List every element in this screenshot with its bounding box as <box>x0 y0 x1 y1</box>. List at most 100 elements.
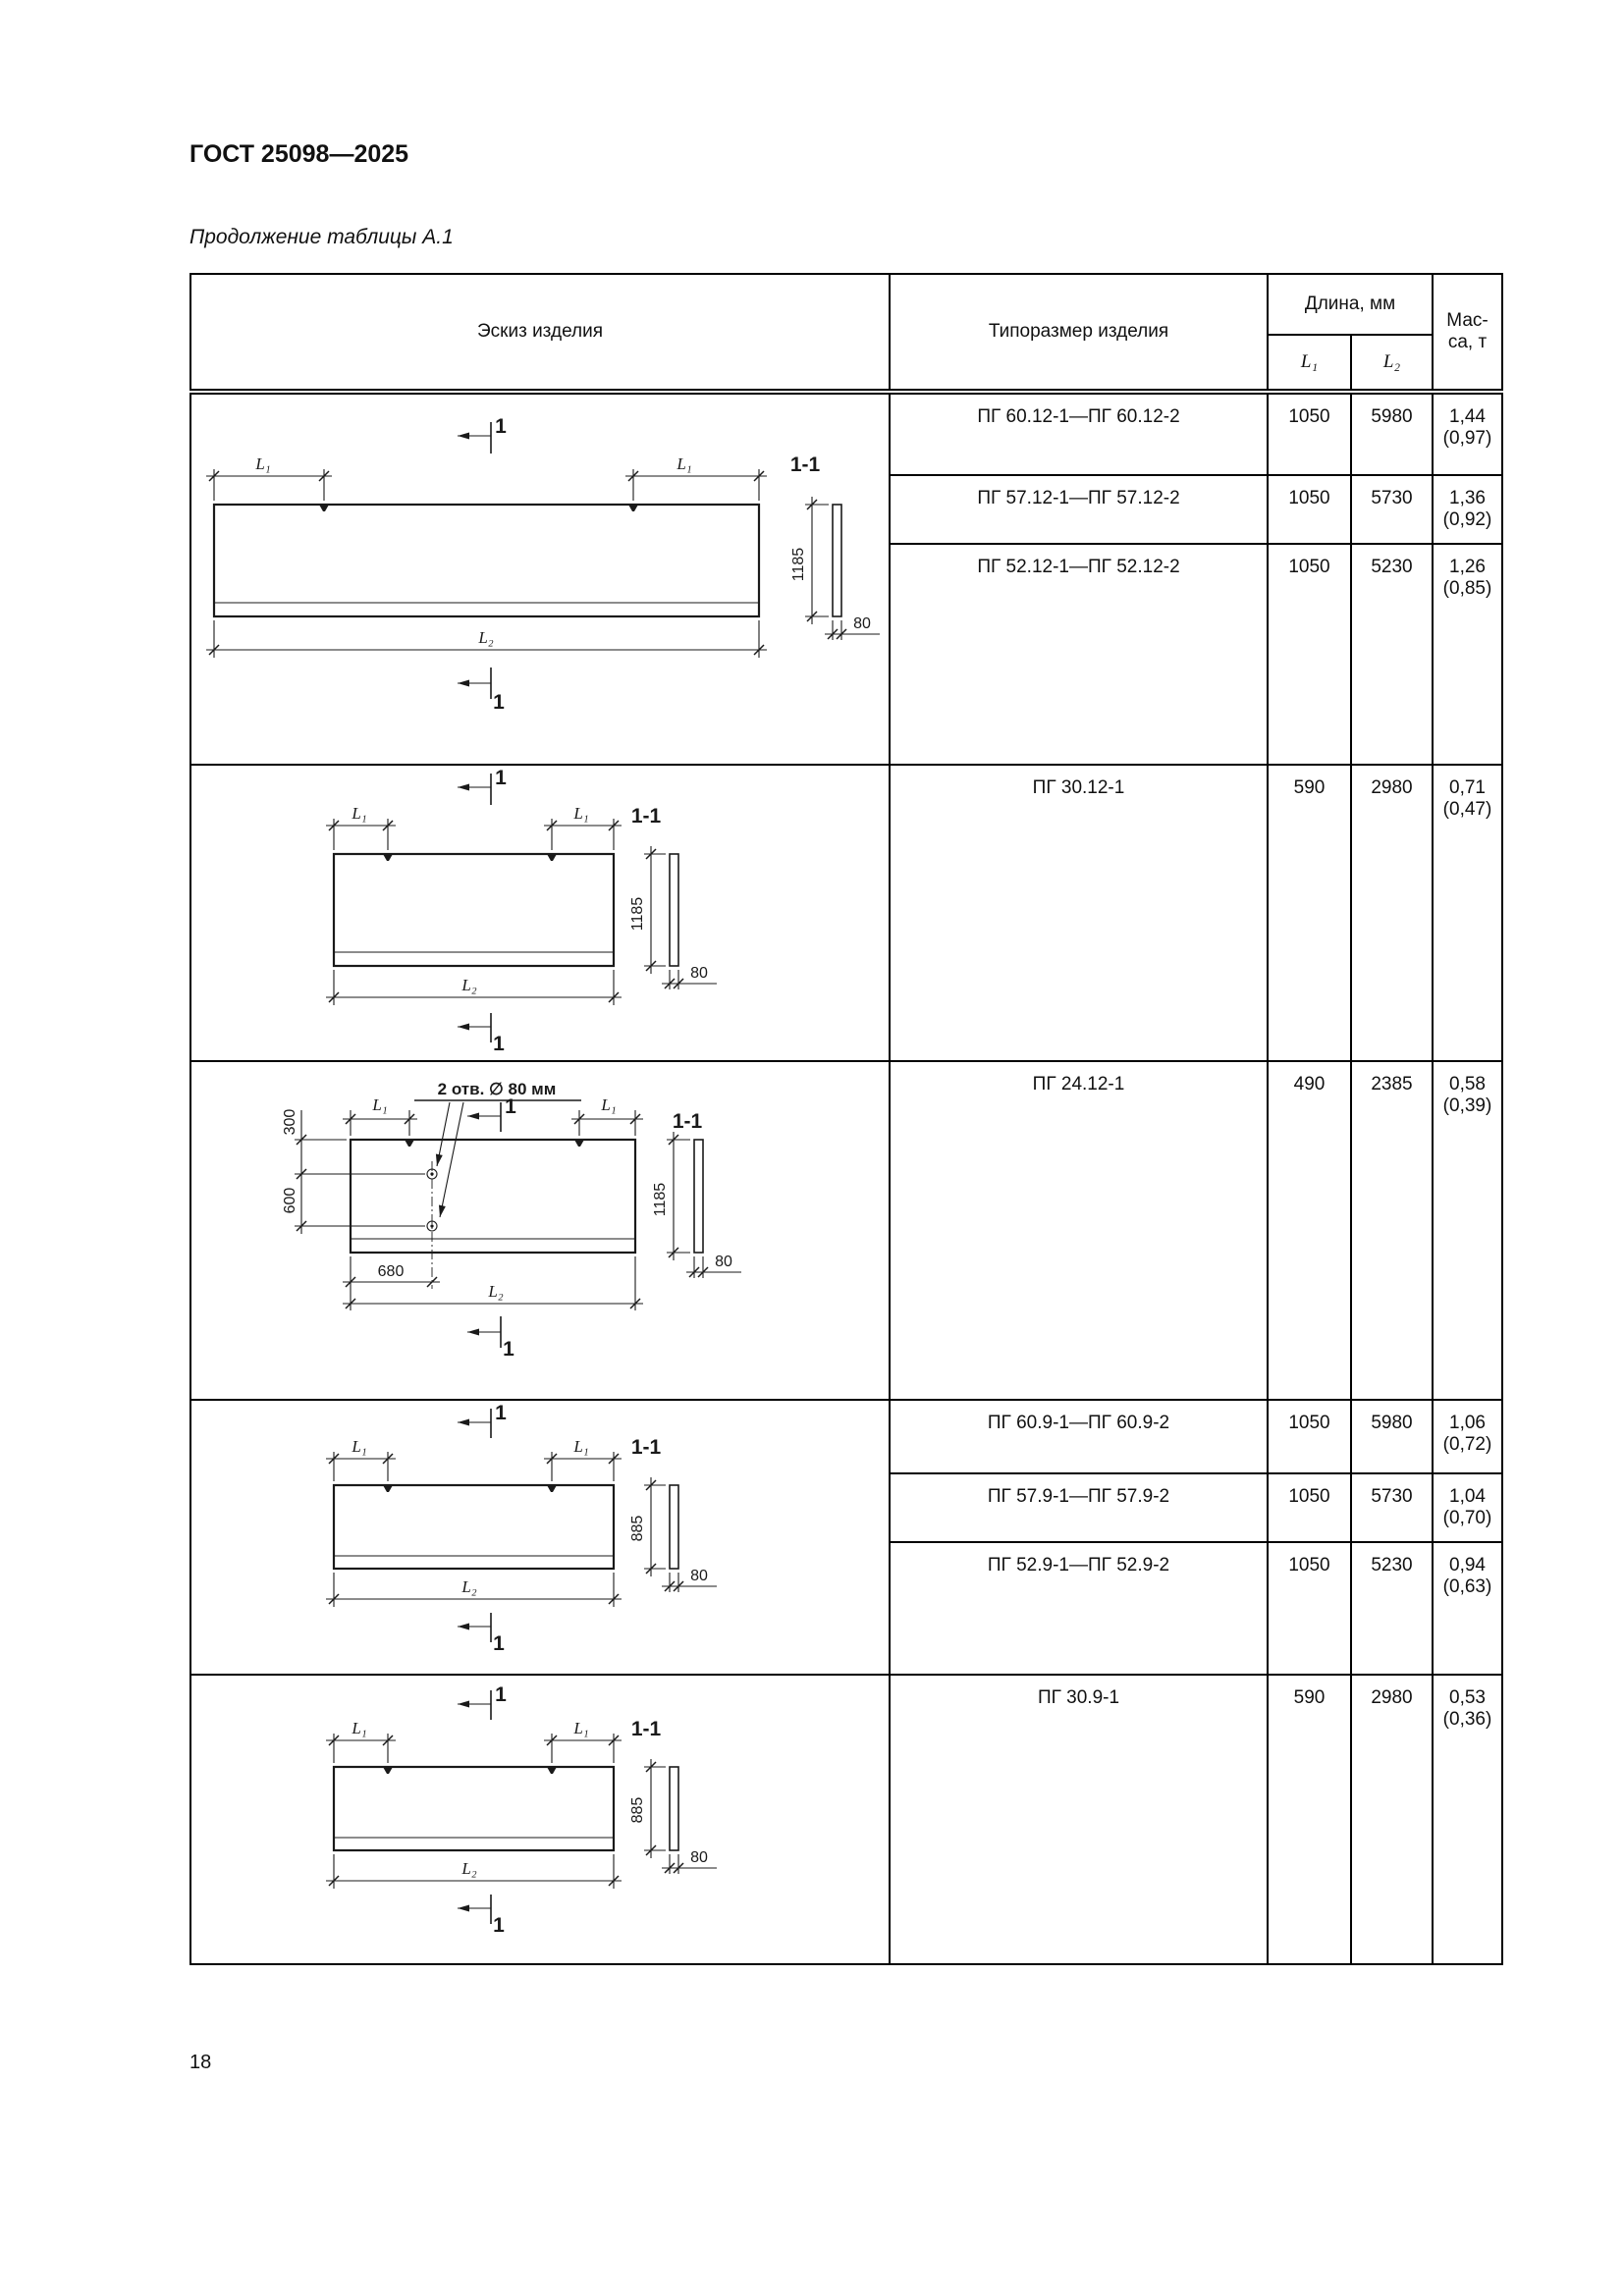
section-mark-top: 1 <box>467 1095 516 1132</box>
section-height-label: 1185 <box>629 897 646 932</box>
l2-dimension: L₂ <box>326 1572 622 1607</box>
sketch-cell-group4: 1 L₁ L₁ <box>189 1399 891 1676</box>
panel-outline <box>332 1765 616 1852</box>
l1-cell: 1050 <box>1267 1472 1352 1543</box>
section-view: 1-1 1185 80 <box>629 805 717 989</box>
l1-cell: 1050 <box>1267 474 1352 545</box>
l2-cell: 5730 <box>1350 474 1434 545</box>
l1-cell: 1050 <box>1267 543 1352 766</box>
l1-dimension-right: L₁ <box>625 454 767 501</box>
thickness-label: 80 <box>853 615 871 632</box>
l1-dimension-right: L₁ <box>544 804 622 850</box>
section-number-label: 1 <box>493 691 505 714</box>
table-row: ПГ 57.12-1—ПГ 57.12-2 1050 5730 1,36 (0,… <box>190 474 1503 545</box>
section-view-label: 1-1 <box>790 454 821 476</box>
l1-dimension-right: L₁ <box>571 1095 643 1136</box>
section-mark-bottom: 1 <box>458 1612 505 1655</box>
type-cell: ПГ 24.12-1 <box>889 1060 1269 1401</box>
holes <box>426 1160 438 1289</box>
section-mark-bottom: 1 <box>458 1895 505 1937</box>
panel-outline <box>212 503 761 618</box>
mass-cell: 0,58 (0,39) <box>1432 1060 1503 1401</box>
l1-cell: 490 <box>1267 1060 1352 1401</box>
section-view-label: 1-1 <box>631 1436 662 1459</box>
l1-label: L₁ <box>676 454 691 473</box>
table-row: ПГ 57.9-1—ПГ 57.9-2 1050 5730 1,04 (0,70… <box>190 1472 1503 1543</box>
type-cell: ПГ 30.12-1 <box>889 764 1269 1062</box>
l1-dimension-left: L₁ <box>206 454 332 501</box>
l2-dimension: L₂ <box>343 1255 643 1310</box>
l2-cell: 2980 <box>1350 1674 1434 1965</box>
section-mark-bottom: 1 <box>467 1315 514 1361</box>
col-header-sketch: Эскиз изделия <box>189 273 891 395</box>
l1-label: L₁ <box>254 454 270 473</box>
section-number-label: 1 <box>505 1095 516 1118</box>
section-mark-top: 1 <box>458 1402 507 1438</box>
section-view: 1-1 1185 80 <box>652 1110 741 1278</box>
col-header-mass: Мас- са, т <box>1432 273 1503 395</box>
mass-cell: 1,04 (0,70) <box>1432 1472 1503 1543</box>
section-view-label: 1-1 <box>631 1718 662 1740</box>
table-row: 1 L₁ L₁ <box>189 1399 1503 1676</box>
l1-cell: 1050 <box>1267 1399 1352 1474</box>
col-header-length: Длина, мм <box>1267 273 1434 336</box>
products-table: Эскиз изделия Типоразмер изделия Длина, … <box>189 273 1503 1965</box>
l1-dimension-right: L₁ <box>544 1437 622 1481</box>
l2-label: L₂ <box>487 1282 503 1301</box>
sketch-cell-group1: 1 L₁ L₁ <box>189 391 891 766</box>
l2-cell: 2980 <box>1350 764 1434 1062</box>
thickness-label: 80 <box>690 1568 708 1584</box>
l1-dimension-left: L₁ <box>343 1095 417 1136</box>
l1-cell: 1050 <box>1267 391 1352 476</box>
type-cell: ПГ 57.9-1—ПГ 57.9-2 <box>889 1472 1269 1543</box>
mass-cell: 0,71 (0,47) <box>1432 764 1503 1062</box>
l1-dimension-right: L₁ <box>544 1719 622 1763</box>
mass-cell: 1,06 (0,72) <box>1432 1399 1503 1474</box>
hole-dim-300-label: 300 <box>282 1108 298 1135</box>
l1-cell: 590 <box>1267 1674 1352 1965</box>
table-row: ПГ 52.12-1—ПГ 52.12-2 1050 5230 1,26 (0,… <box>190 543 1503 766</box>
section-mark-bottom: 1 <box>458 667 505 714</box>
mass-cell: 0,53 (0,36) <box>1432 1674 1503 1965</box>
panel-outline <box>332 1483 616 1570</box>
l1-label: L₁ <box>572 1437 588 1456</box>
l1-label: L₁ <box>351 804 366 823</box>
section-height-label: 1185 <box>790 548 807 582</box>
doc-title: ГОСТ 25098—2025 <box>189 140 409 168</box>
product-sketch-group4: 1 L₁ L₁ <box>326 1402 717 1655</box>
section-height-label: 1185 <box>652 1182 669 1216</box>
sketch-cell-group3: 2 отв. ∅ 80 мм 1 <box>189 1060 891 1401</box>
table-row: 1 L₁ L₁ <box>189 1674 1503 1965</box>
mass-cell: 0,94 (0,63) <box>1432 1541 1503 1676</box>
l1-dimension-left: L₁ <box>326 804 396 850</box>
table-row: 1 L₁ L₁ <box>189 391 1503 766</box>
l2-label: L₂ <box>460 1859 476 1878</box>
l1-label: L₁ <box>572 1719 588 1737</box>
hole-offset-dimensions: 300 600 <box>282 1108 425 1234</box>
thickness-label: 80 <box>715 1254 732 1270</box>
table-row: 2 отв. ∅ 80 мм 1 <box>189 1060 1503 1401</box>
section-number-label: 1 <box>495 415 507 438</box>
l1-cell: 590 <box>1267 764 1352 1062</box>
section-number-label: 1 <box>503 1338 514 1361</box>
hole-x-dimension: 680 <box>343 1255 440 1310</box>
table-caption: Продолжение таблицы А.1 <box>189 226 454 248</box>
col-header-type: Типоразмер изделия <box>889 273 1269 395</box>
section-mark-top: 1 <box>458 767 507 805</box>
section-view: 1-1 1185 80 <box>790 454 880 640</box>
thickness-label: 80 <box>690 1849 708 1866</box>
section-view-label: 1-1 <box>673 1110 703 1133</box>
page-number: 18 <box>189 2052 212 2073</box>
product-sketch-group2: 1 L₁ L₁ <box>326 767 717 1055</box>
thickness-label: 80 <box>690 965 708 982</box>
l1-label: L₁ <box>600 1095 616 1114</box>
holes-note-label: 2 отв. ∅ 80 мм <box>438 1081 557 1098</box>
sketch-cell-group2: 1 L₁ L₁ <box>189 764 891 1062</box>
l2-cell: 5980 <box>1350 391 1434 476</box>
l2-label: L₂ <box>477 628 493 647</box>
col-header-l2: L₂ <box>1350 334 1434 395</box>
type-cell: ПГ 60.9-1—ПГ 60.9-2 <box>889 1399 1269 1474</box>
sketch-cell-group5: 1 L₁ L₁ <box>189 1674 891 1965</box>
l2-cell: 5230 <box>1350 1541 1434 1676</box>
product-sketch-group3: 2 отв. ∅ 80 мм 1 <box>282 1080 741 1361</box>
